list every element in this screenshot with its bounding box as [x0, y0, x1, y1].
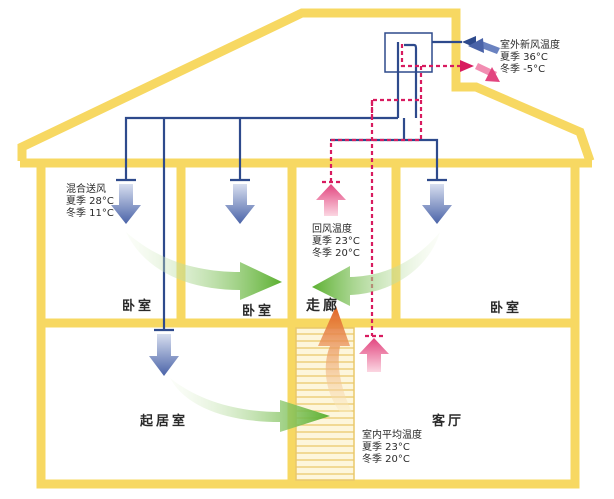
outdoor-air-winter: 冬季 -5°C: [500, 64, 546, 75]
room-label-bedroom-left: 卧室: [122, 299, 155, 314]
airflow-bedroom-right-to-corridor: [312, 232, 440, 306]
room-label-bedroom-right: 卧室: [490, 301, 523, 316]
house-outline: [17, 8, 595, 489]
supply-arrow-bedroom-left: [111, 184, 141, 224]
airflow-stairs-up: [318, 306, 352, 412]
outdoor-air-summer: 夏季 36°C: [500, 52, 548, 63]
roof-line: [17, 8, 595, 163]
fresh-air-unit: [384, 32, 433, 73]
supply-arrow-bedroom-right: [422, 184, 452, 224]
outdoor-air-annotation: 室外新风温度 夏季 36°C 冬季 -5°C: [500, 40, 560, 76]
room-label-bedroom-middle: 卧室: [242, 304, 275, 319]
airflow-arrows: [126, 232, 440, 432]
supply-ducts: [116, 42, 447, 332]
exhaust-arrow-icon: [460, 60, 474, 72]
airflow-bedroom-left-to-corridor: [126, 232, 282, 300]
airflow-living-to-stairs: [170, 378, 330, 432]
indoor-average-title: 室内平均温度: [362, 430, 422, 441]
indoor-average-summer: 夏季 23°C: [362, 442, 410, 453]
return-air-arrows: [316, 184, 389, 372]
return-air-title: 回风温度: [312, 224, 352, 235]
room-label-corridor: 走廊: [306, 298, 340, 314]
supply-arrow-living-room: [149, 334, 179, 376]
return-arrow-hall: [359, 338, 389, 372]
room-label-hall: 客厅: [432, 414, 465, 429]
indoor-average-annotation: 室内平均温度 夏季 23°C 冬季 20°C: [362, 430, 422, 466]
return-air-winter: 冬季 20°C: [312, 248, 360, 259]
return-ducts: [322, 44, 460, 338]
return-air-summer: 夏季 23°C: [312, 236, 360, 247]
supply-arrow-bedroom-middle: [225, 184, 255, 224]
indoor-average-winter: 冬季 20°C: [362, 454, 410, 465]
return-air-annotation: 回风温度 夏季 23°C 冬季 20°C: [312, 224, 360, 260]
outdoor-air-arrows: [468, 38, 500, 82]
room-label-living-room: 起居室: [140, 414, 189, 429]
mixed-supply-summer: 夏季 28°C: [66, 196, 114, 207]
supply-air-arrows: [111, 184, 452, 376]
outdoor-air-title: 室外新风温度: [500, 40, 560, 51]
mixed-supply-winter: 冬季 11°C: [66, 208, 114, 219]
mixed-supply-annotation: 混合送风 夏季 28°C 冬季 11°C: [66, 184, 114, 220]
mixed-supply-title: 混合送风: [66, 184, 106, 195]
return-arrow-corridor: [316, 184, 346, 216]
